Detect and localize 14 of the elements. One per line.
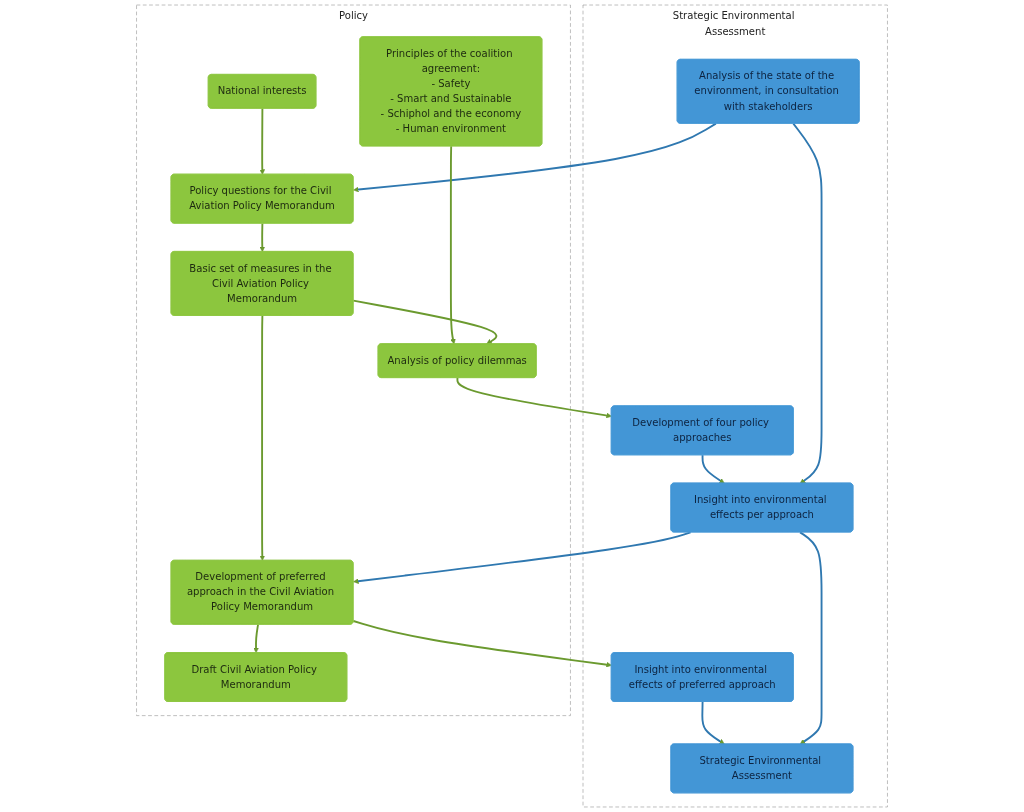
arrow [259,314,266,561]
arrow [253,623,259,654]
arrow [449,145,456,345]
arrow [352,620,612,668]
arrow [792,122,823,484]
arrow [259,222,266,252]
arrow [353,122,717,193]
arrow [353,531,692,584]
arrow [259,107,266,175]
arrow [456,376,612,419]
arrow [701,700,725,745]
arrow [799,531,823,745]
arrow [352,299,498,345]
arrow [701,454,725,484]
